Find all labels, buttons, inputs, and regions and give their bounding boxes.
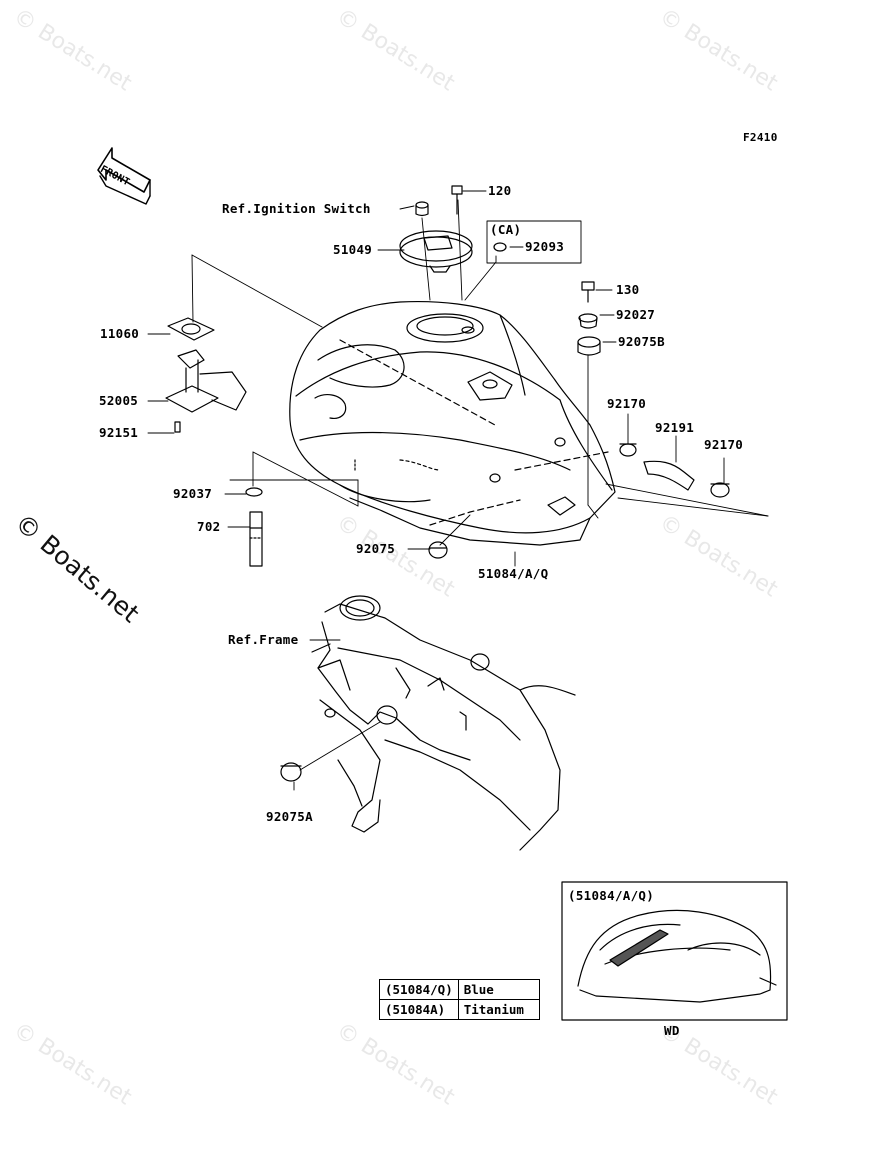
callout-92027: 92027 [616,307,656,322]
callout-92151: 92151 [99,425,139,440]
clamp-92170-icon [710,482,730,498]
callout-92037: 92037 [173,486,213,501]
callout-11060: 11060 [100,326,140,341]
leader-lines [147,190,769,791]
callout-ca: (CA) [490,222,522,237]
callout-130: 130 [616,282,640,297]
bolt-120-icon [451,185,463,215]
inset-box [561,881,788,1021]
nut-92093-icon [493,242,507,252]
callout-51084: 51084/A/Q [478,566,549,581]
fuel-tank-drawing [289,300,616,546]
clamp-92170-icon [619,443,637,457]
table-cell-part: (51084A) [379,999,459,1020]
hose-92191-icon [643,460,695,491]
callout-120: 120 [488,183,512,198]
callout-92075: 92075 [356,541,396,556]
damper-92075b-icon [577,336,601,356]
callout-92075a: 92075A [266,809,313,824]
clip-92037-icon [245,487,263,497]
callout-92170: 92170 [704,437,744,452]
key-cylinder-icon [415,201,429,217]
bolt-130-icon [581,281,595,303]
inset-footer: WD [664,1023,680,1038]
table-row: (51084/Q) Blue [379,979,540,1000]
callout-51049: 51049 [333,242,373,257]
front-arrow-icon [97,147,151,205]
callout-702: 702 [197,519,221,534]
fuel-pump-drawing [165,317,247,433]
figure-code: F2410 [743,131,778,144]
callout-92075b: 92075B [618,334,665,349]
damper-92075-icon [428,541,448,559]
hose-702-icon [249,511,263,567]
fuel-cap-drawing [399,230,473,273]
table-cell-color: Blue [457,979,540,1000]
callout-92093: 92093 [525,239,565,254]
frame-drawing [311,595,576,851]
damper-92075a-icon [280,762,302,782]
callout-ref-ignition-switch: Ref.Ignition Switch [222,201,371,216]
table-row: (51084A) Titanium [379,999,540,1020]
callout-92191: 92191 [655,420,695,435]
collar-92027-icon [578,313,598,329]
callout-ref-frame: Ref.Frame [228,632,299,647]
table-cell-part: (51084/Q) [379,979,459,1000]
callout-92170: 92170 [607,396,647,411]
callout-52005: 52005 [99,393,139,408]
table-cell-color: Titanium [457,999,540,1020]
inset-title: (51084/A/Q) [568,888,655,903]
color-table: (51084/Q) Blue (51084A) Titanium [379,979,540,1020]
